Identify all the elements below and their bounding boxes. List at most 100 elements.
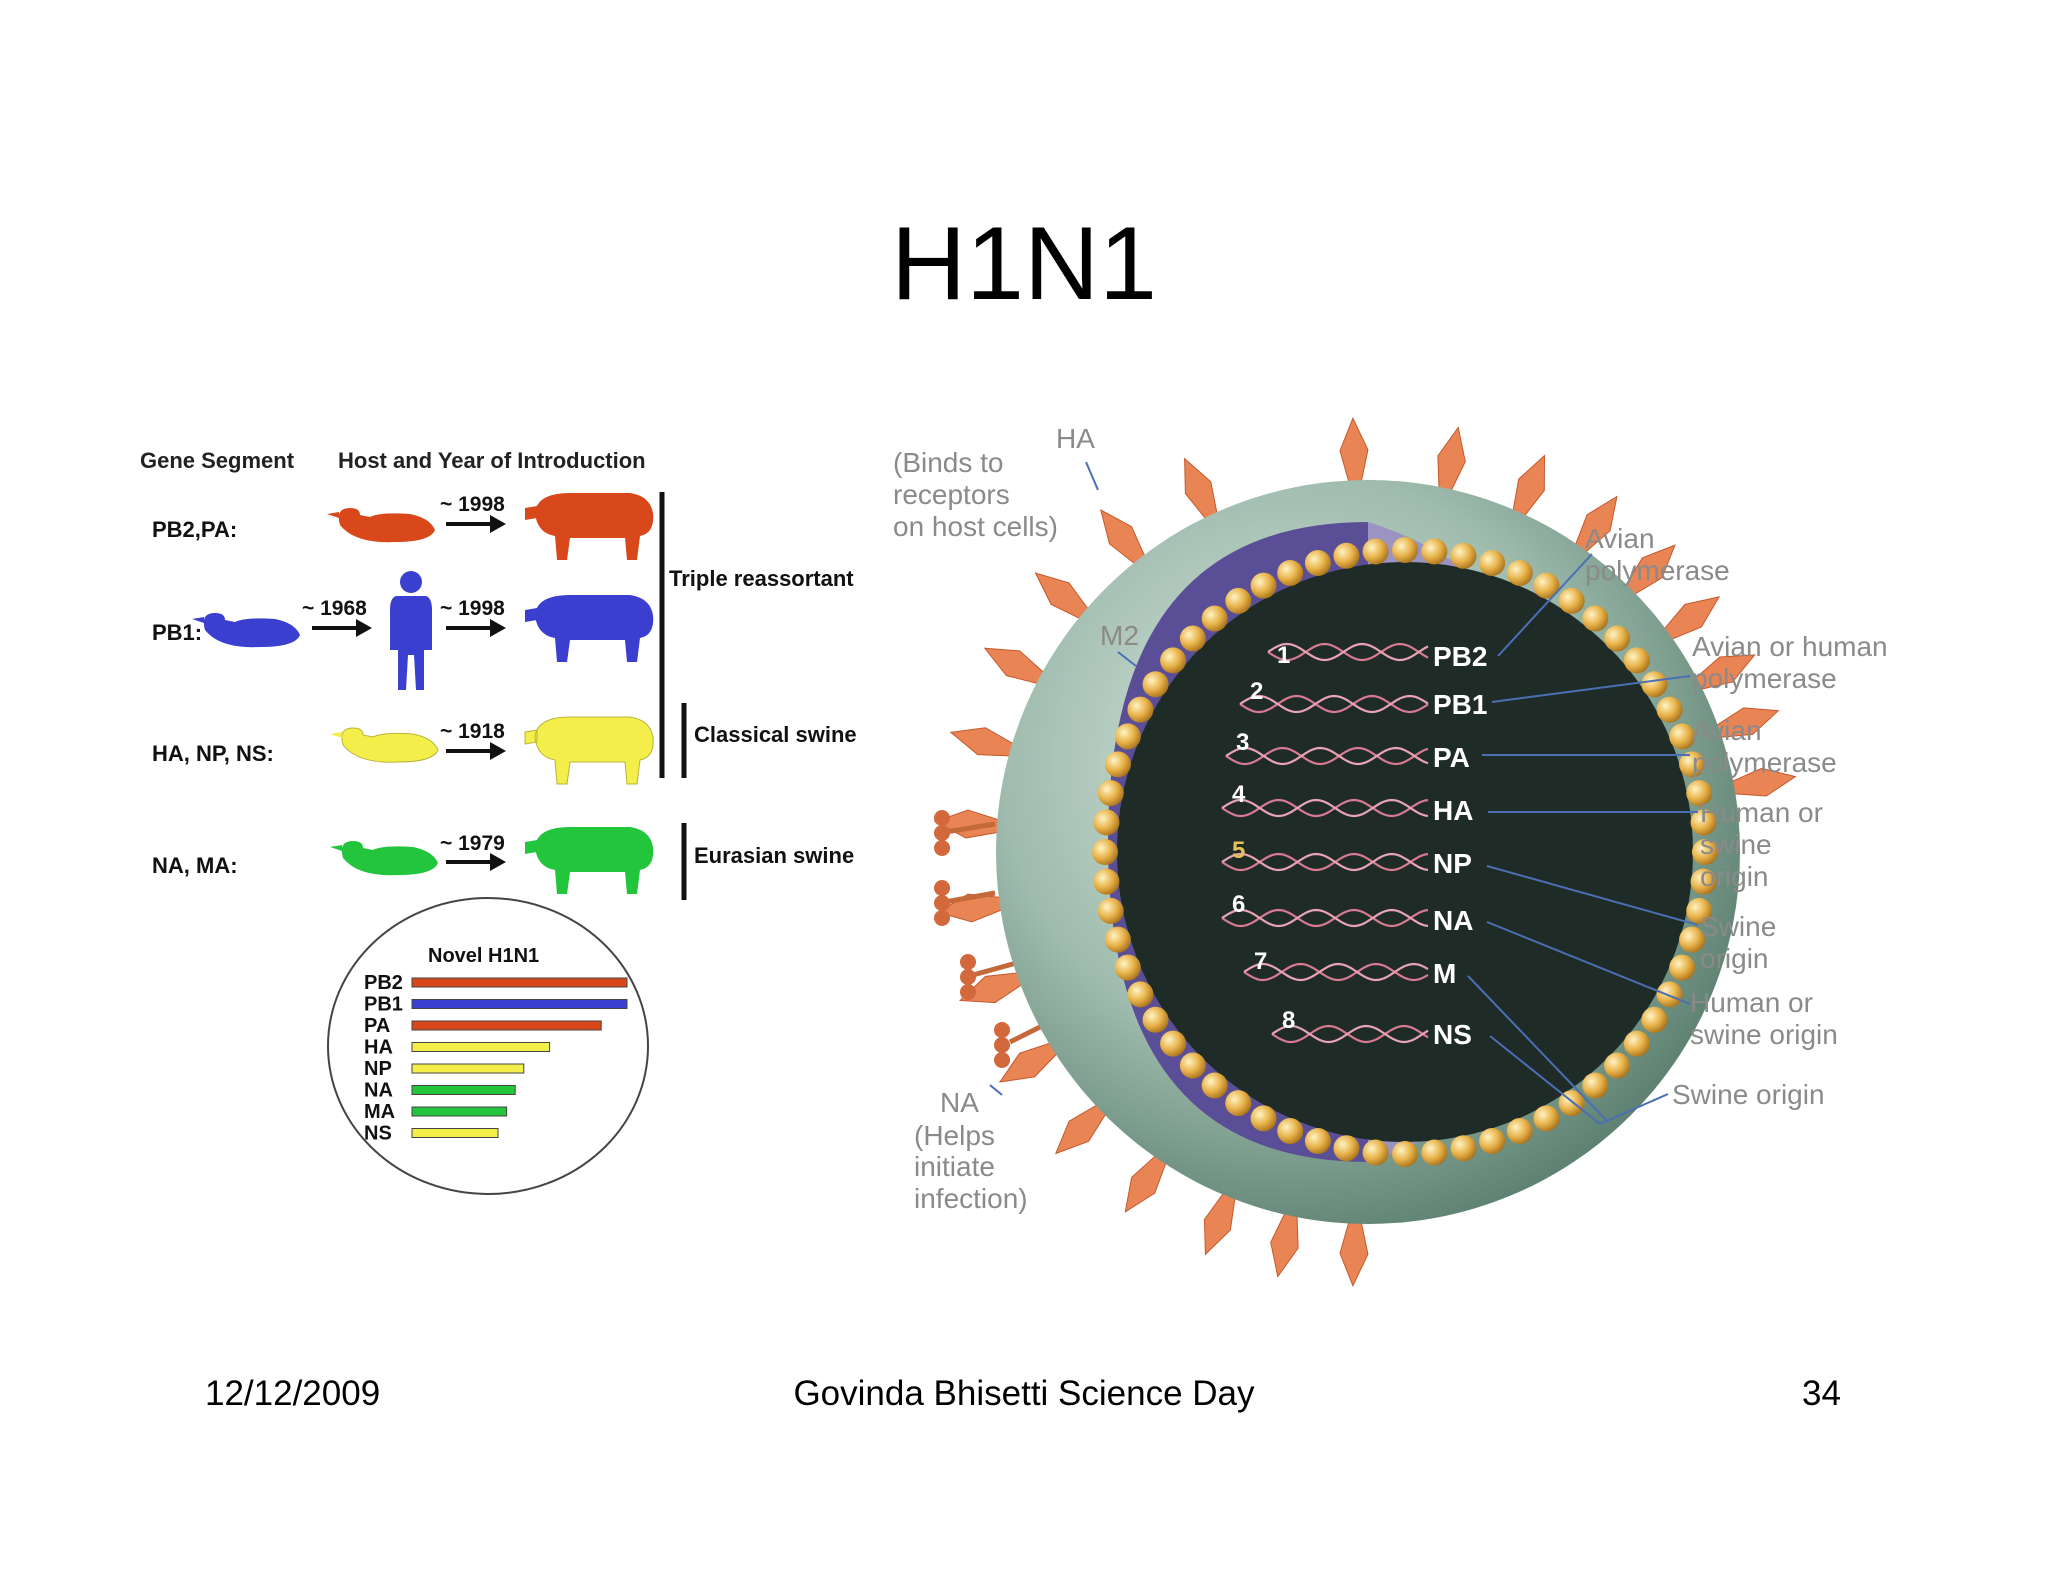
matrix-bead bbox=[1093, 809, 1120, 836]
matrix-beads bbox=[1092, 537, 1718, 1167]
ha-spike bbox=[1339, 1219, 1369, 1287]
origin-label: Swine origin bbox=[1672, 1079, 1825, 1110]
group-label: Classical swine bbox=[694, 722, 857, 747]
segment-label: PB2,PA: bbox=[152, 517, 237, 542]
novel-segment-label: PB2 bbox=[364, 972, 403, 994]
matrix-bead bbox=[1506, 559, 1533, 586]
matrix-bead bbox=[1421, 1139, 1448, 1166]
ha-spike bbox=[1100, 509, 1147, 567]
ha-description: (Binds to bbox=[893, 447, 1004, 478]
human-icon bbox=[390, 571, 432, 690]
novel-segment-bar bbox=[411, 1085, 516, 1095]
matrix-bead bbox=[1160, 1030, 1187, 1057]
segment-number: 4 bbox=[1232, 781, 1246, 808]
matrix-bead bbox=[1333, 542, 1360, 569]
rna-strand bbox=[1221, 852, 1429, 872]
segment-number: 3 bbox=[1236, 729, 1249, 756]
novel-segment-label: PB1 bbox=[364, 994, 403, 1016]
matrix-bead bbox=[1690, 868, 1717, 895]
ha-spikes bbox=[933, 417, 1797, 1287]
ha-spike bbox=[1511, 454, 1546, 519]
matrix-bead bbox=[1142, 1006, 1169, 1033]
segment-number: 6 bbox=[1232, 891, 1245, 918]
matrix-bead bbox=[1201, 605, 1228, 632]
matrix-bead bbox=[1093, 868, 1120, 895]
group-label: Triple reassortant bbox=[669, 566, 854, 591]
virion-segment-label: NP bbox=[1433, 848, 1472, 879]
na-description: (Helps bbox=[914, 1120, 995, 1151]
year-label: ~ 1998 bbox=[440, 493, 505, 516]
matrix-bead bbox=[1250, 572, 1277, 599]
matrix-bead bbox=[1450, 542, 1477, 569]
arrow-icon bbox=[312, 619, 372, 637]
matrix-bead bbox=[1392, 537, 1418, 563]
matrix-bead bbox=[1250, 1105, 1277, 1132]
footer-title: Govinda Bhisetti Science Day bbox=[793, 1374, 1255, 1413]
rna-strand bbox=[1267, 642, 1429, 662]
virion-segment-label: M bbox=[1433, 958, 1456, 989]
year-label: ~ 1918 bbox=[440, 720, 505, 743]
arrow-icon bbox=[446, 742, 506, 760]
matrix-bead bbox=[1656, 696, 1683, 723]
matrix-bead bbox=[1160, 647, 1187, 674]
leader-lines bbox=[989, 461, 1699, 1125]
rna-strand bbox=[1267, 642, 1429, 662]
pig-icon bbox=[525, 595, 654, 662]
segment-number: 2 bbox=[1250, 678, 1263, 705]
segment-label: PB1: bbox=[152, 620, 202, 645]
novel-segment-label: NP bbox=[364, 1058, 392, 1080]
matrix-bead bbox=[1623, 1030, 1650, 1057]
matrix-bead bbox=[1679, 751, 1706, 778]
origin-label: Human or bbox=[1690, 987, 1813, 1018]
arrow-icon bbox=[446, 853, 506, 871]
duck-icon bbox=[327, 508, 435, 543]
ha-spike bbox=[1184, 457, 1219, 522]
matrix-bead bbox=[1362, 538, 1389, 565]
matrix-bead bbox=[1656, 981, 1683, 1008]
na-description: initiate bbox=[914, 1151, 995, 1182]
matrix-bead bbox=[1333, 1135, 1360, 1162]
matrix-bead bbox=[1479, 1127, 1506, 1154]
ha-spike bbox=[1203, 1190, 1236, 1256]
novel-segment-label: HA bbox=[364, 1037, 393, 1059]
matrix-bead bbox=[1114, 954, 1141, 981]
matrix-bead bbox=[1479, 550, 1506, 577]
matrix-bead bbox=[1392, 1141, 1418, 1167]
ha-spike bbox=[1054, 1102, 1108, 1155]
arrow-icon bbox=[446, 619, 506, 637]
virion-segment-label: NS bbox=[1433, 1019, 1472, 1050]
origin-label: Avian bbox=[1585, 523, 1655, 554]
novel-segment-bar bbox=[411, 1106, 508, 1117]
matrix-bead bbox=[1506, 1118, 1533, 1145]
virion-segment-label: PB1 bbox=[1433, 689, 1487, 720]
rna-strand bbox=[1221, 798, 1429, 818]
header-gene-segment: Gene Segment bbox=[140, 448, 295, 473]
origin-label: polymerase bbox=[1692, 663, 1837, 694]
virion-segment-label: PB2 bbox=[1433, 641, 1487, 672]
virion-diagram: 1 2 3 4 5 6 7 8 PB2 PB1 PA HA NP NA M NS bbox=[893, 417, 1888, 1287]
rna-strand bbox=[1221, 908, 1429, 928]
matrix-bead bbox=[1104, 926, 1131, 953]
pig-icon bbox=[525, 493, 654, 560]
matrix-bead bbox=[1692, 839, 1718, 865]
rna-strand bbox=[1221, 798, 1429, 818]
pig-icon bbox=[525, 827, 654, 894]
matrix-bead bbox=[1623, 647, 1650, 674]
matrix-bead bbox=[1421, 538, 1448, 565]
duck-icon bbox=[330, 727, 439, 763]
na-description: infection) bbox=[914, 1183, 1028, 1214]
novel-segment-bar bbox=[411, 1042, 551, 1052]
matrix-bead bbox=[1277, 1118, 1304, 1145]
ha-spike bbox=[1339, 417, 1369, 485]
footer-page-number: 34 bbox=[1802, 1374, 1841, 1413]
origin-label: origin bbox=[1700, 943, 1768, 974]
matrix-bead bbox=[1179, 1052, 1206, 1079]
origin-label: Human or bbox=[1700, 797, 1823, 828]
matrix-bead bbox=[1201, 1072, 1228, 1099]
matrix-bead bbox=[1669, 723, 1696, 750]
ha-spike bbox=[1124, 1153, 1168, 1213]
ha-spike bbox=[949, 727, 1017, 757]
slide-title: H1N1 bbox=[891, 206, 1157, 322]
novel-segment-label: NA bbox=[364, 1080, 393, 1102]
